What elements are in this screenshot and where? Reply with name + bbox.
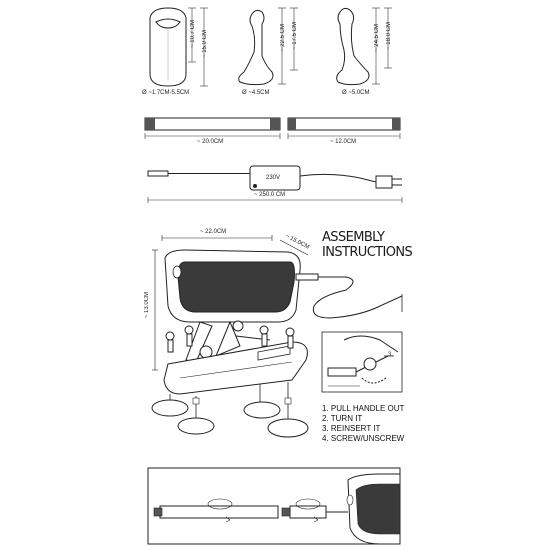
long-rod-length-label: ~ 20.0CM <box>197 139 224 145</box>
voltage-label: 230V <box>266 175 281 181</box>
machine-height-label: ~ 13.0CM <box>144 292 150 319</box>
step-3: 3. REINSERT IT <box>322 424 381 433</box>
step-4: 4. SCREW/UNSCREW <box>322 434 405 443</box>
long-rod-drawing <box>144 117 281 139</box>
dildo-small-height-label-1: ~ 22.5 CM <box>280 24 286 52</box>
dildo-large-height-label-1: ~ 24.5 CM <box>374 24 380 52</box>
short-rod-drawing <box>287 117 401 139</box>
dildo-large-drawing <box>336 7 370 86</box>
power-cable-drawing <box>147 165 403 203</box>
detail-step-label: 3. <box>388 352 394 358</box>
short-rod-length-label: ~ 12.0CM <box>330 139 357 145</box>
assembly-title-line2: INSTRUCTIONS <box>322 245 413 260</box>
step-2: 2. TURN IT <box>322 414 363 423</box>
masturbator-diameter-label: Ø ~1.7CM-5.5CM <box>142 90 190 96</box>
detail-inset <box>321 331 403 393</box>
dildo-large-height-label-2: ~ 18.0 CM <box>386 22 392 50</box>
dildo-small-drawing <box>238 9 274 86</box>
assembly-steps: 1. PULL HANDLE OUT 2. TURN IT 3. REINSER… <box>322 404 404 444</box>
masturbator-drawing <box>149 7 187 87</box>
masturbator-height-label-1: ~ 10.7 CM <box>190 20 196 48</box>
masturbator-height-label-2: ~ 15.0 CM <box>202 30 208 58</box>
rod-swap-panel <box>147 467 401 545</box>
step-1: 1. PULL HANDLE OUT <box>322 404 405 413</box>
dildo-large-diameter-label: Ø ~5.0CM <box>342 90 370 96</box>
dildo-small-height-label-2: ~ 17.5 CM <box>292 22 298 50</box>
machine-drawing <box>151 235 403 438</box>
cable-length-label: ~ 250.0 CM <box>254 192 286 198</box>
assembly-title-line1: ASSEMBLY <box>322 230 385 245</box>
dildo-small-diameter-label: Ø ~4.5CM <box>242 90 270 96</box>
machine-width-label: ~ 22.0CM <box>200 229 227 235</box>
